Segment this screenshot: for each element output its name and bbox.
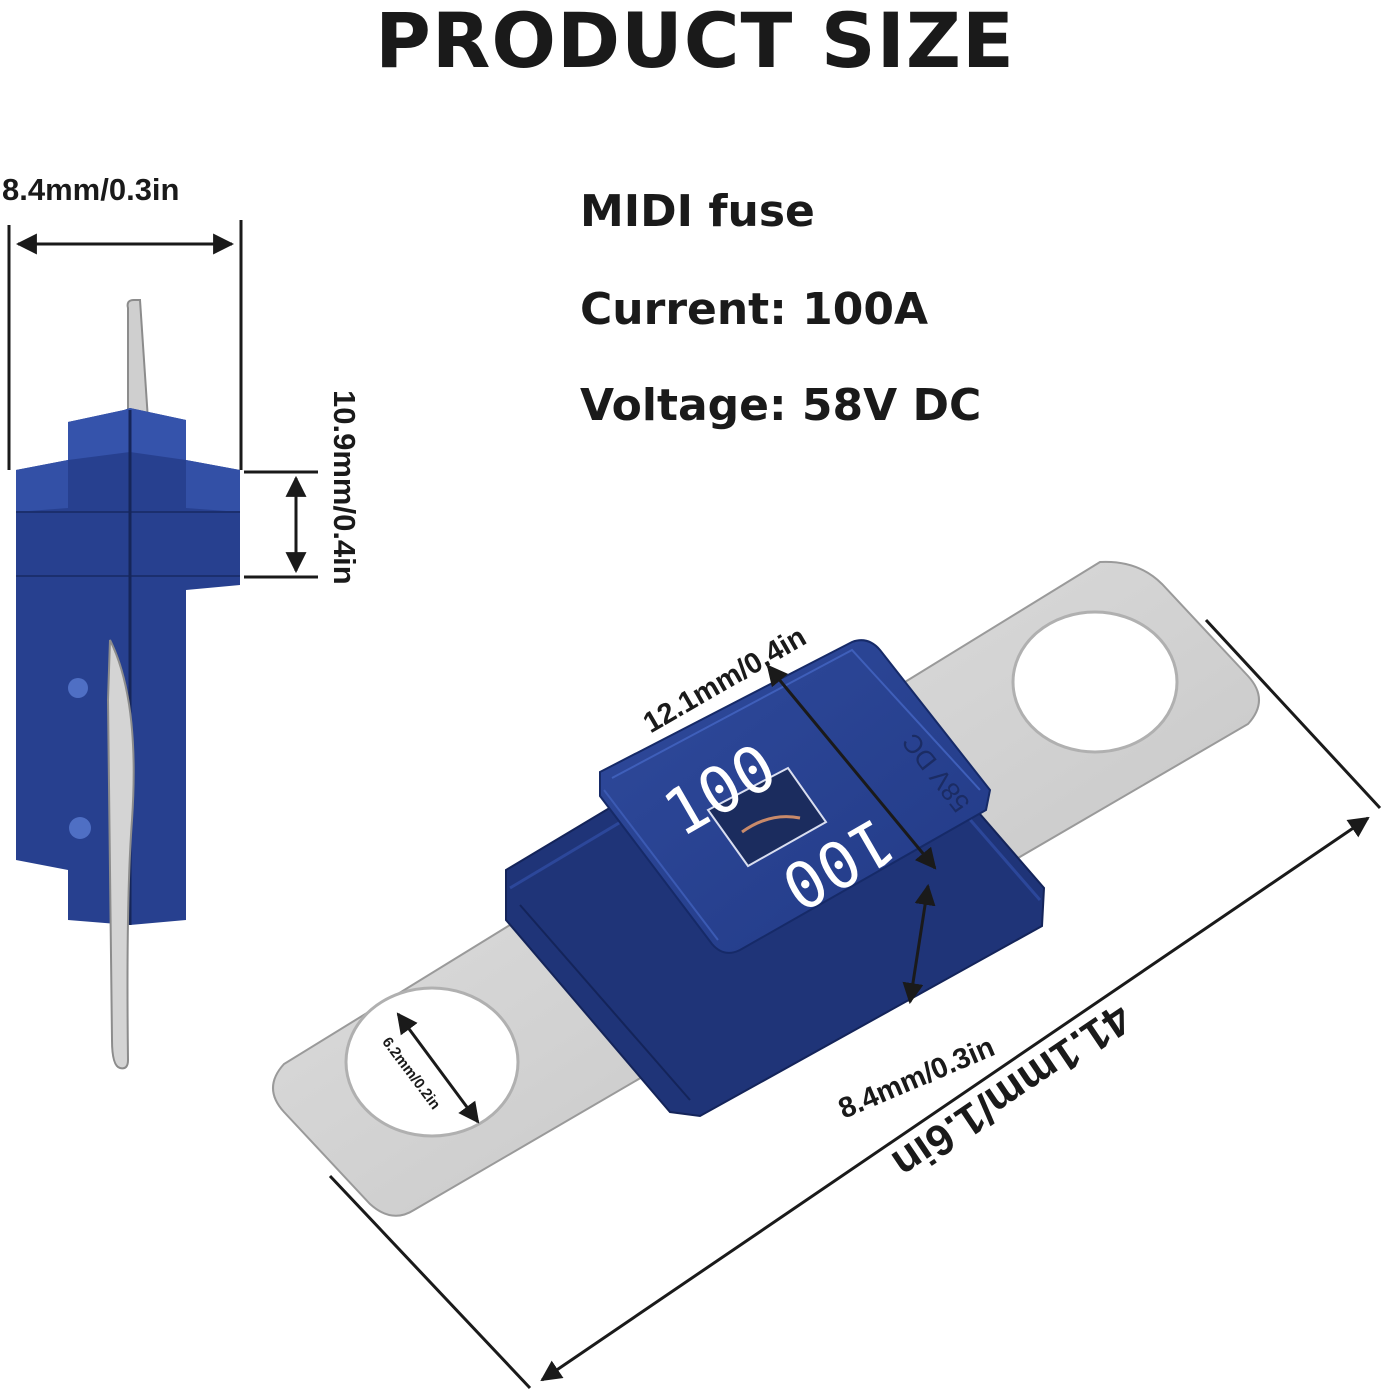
hole-diameter-dimension	[396, 1012, 480, 1124]
spec-current: Current: 100A	[580, 284, 929, 335]
side-height-label: 10.9mm/0.4in	[327, 390, 362, 585]
side-view-fuse	[16, 299, 240, 1070]
total-length-dimension	[328, 618, 1382, 1389]
side-width-dimension	[7, 220, 243, 470]
spec-voltage: Voltage: 58V DC	[580, 380, 982, 431]
side-width-label: 8.4mm/0.3in	[2, 172, 180, 207]
side-height-dimension	[244, 470, 318, 579]
spec-type: MIDI fuse	[580, 186, 815, 237]
page-title: PRODUCT SIZE	[375, 0, 1015, 85]
